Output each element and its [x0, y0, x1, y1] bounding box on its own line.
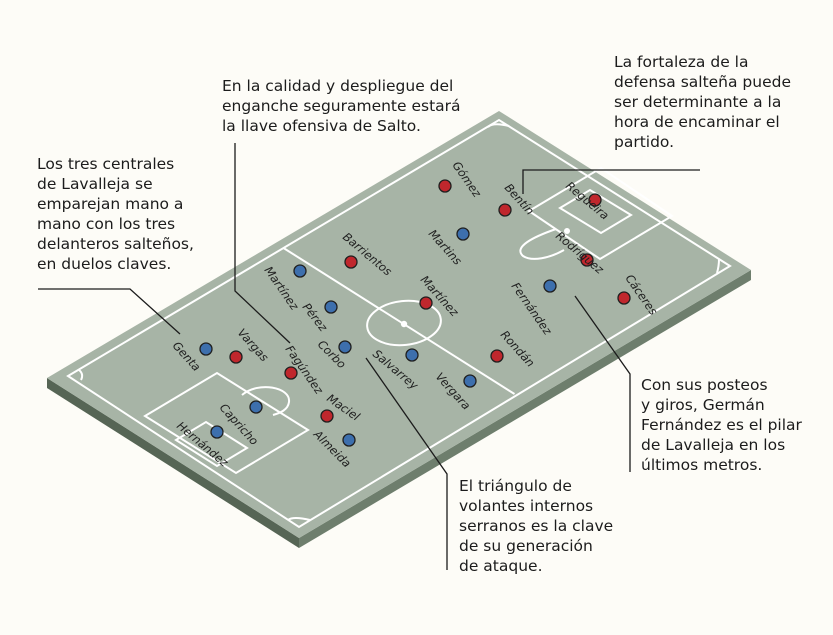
corner-arc-top	[487, 123, 510, 128]
player-marker	[463, 374, 477, 388]
goal-area-bottom	[174, 420, 249, 468]
annotation-triangulo: El triángulo de volantes internos serran…	[459, 477, 614, 575]
player-marker	[338, 340, 352, 354]
centre-circle	[366, 299, 442, 347]
annotation-centrales: Los tres centrales de Lavalleja se empar…	[37, 155, 194, 273]
halfway-line	[282, 247, 516, 395]
player-marker	[249, 400, 263, 414]
corner-arc-bottom	[287, 517, 311, 521]
player-marker	[438, 179, 452, 193]
leader-line-triangulo	[365, 357, 448, 570]
annotation-defensa: La fortaleza de la defensa salteña puede…	[614, 53, 792, 151]
goal-area-top	[558, 188, 633, 235]
player-marker	[580, 253, 594, 267]
player-marker	[588, 193, 602, 207]
player-marker	[199, 342, 213, 356]
pitch-right-side	[299, 270, 751, 548]
player-marker	[320, 409, 334, 423]
penalty-area-bottom	[143, 371, 310, 475]
player-marker	[419, 296, 433, 310]
corner-arc-right	[716, 258, 720, 274]
leader-line-defensa	[522, 169, 700, 194]
player-marker	[543, 279, 557, 293]
centre-spot	[400, 320, 408, 328]
player-marker	[490, 349, 504, 363]
player-marker	[284, 366, 298, 380]
penalty-arc-top	[519, 228, 565, 260]
pitch-front-side	[47, 378, 299, 548]
player-marker	[324, 300, 338, 314]
player-marker	[293, 264, 307, 278]
corner-arc-left	[78, 369, 84, 381]
player-marker	[342, 433, 356, 447]
leader-lines	[38, 143, 700, 570]
penalty-area-top	[527, 166, 674, 261]
player-marker	[229, 350, 243, 364]
player-marker	[210, 425, 224, 439]
leader-line-enganche	[234, 143, 291, 344]
player-marker	[498, 203, 512, 217]
pitch-markings	[66, 118, 732, 529]
annotation-fernandez: Con sus posteos y giros, Germán Fernánde…	[641, 376, 802, 474]
annotation-enganche: En la calidad y despliegue del enganche …	[222, 77, 461, 135]
leader-line-fernandez	[574, 295, 631, 472]
penalty-arc-bottom	[241, 386, 290, 416]
touchline	[66, 118, 732, 529]
leader-line-centrales	[38, 288, 181, 335]
player-marker	[405, 348, 419, 362]
player-marker	[617, 291, 631, 305]
penalty-spot-top	[564, 228, 570, 234]
player-marker	[344, 255, 358, 269]
player-marker	[456, 227, 470, 241]
